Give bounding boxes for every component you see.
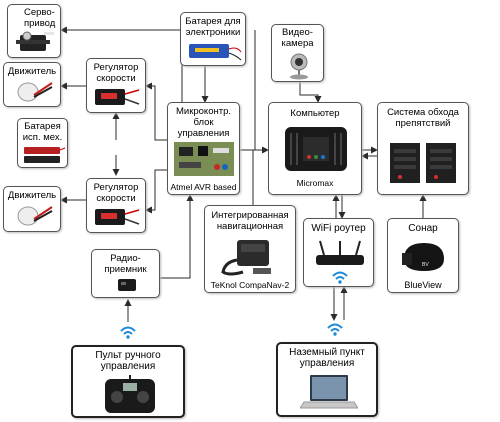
sonar-label: Сонар	[408, 223, 438, 234]
radio-receiver-box: Радио- приемник	[91, 249, 160, 298]
mcu-box: Микроконтр. блок управления Atmel AVR ba…	[167, 102, 240, 195]
motor1-box: Движитель	[3, 62, 61, 107]
servo-image	[16, 31, 54, 51]
speed-controller-1-label: Регулятор скорости	[93, 62, 139, 84]
wifi-router-box: WiFi роутер	[303, 218, 374, 287]
svg-text:BV: BV	[422, 262, 429, 268]
webcam-label: Видео- камера	[281, 27, 314, 49]
laptop-image	[300, 375, 358, 409]
remote-wifi-icon	[120, 326, 136, 339]
webcam-image	[290, 53, 308, 80]
webcam-box: Видео- камера	[271, 24, 324, 82]
servo-box: Серво- привод	[7, 4, 61, 58]
navigation-box: Интегрированная навигационная TeKnol Com…	[204, 205, 296, 293]
navigation-label: Интегрированная навигационная	[211, 210, 289, 232]
wifi-router-label: WiFi роутер	[311, 223, 366, 234]
speed-controller-2-image	[95, 209, 140, 225]
mcu-sublabel: Atmel AVR based	[170, 182, 237, 192]
battery-electronics-label: Батарея для электроники	[185, 16, 241, 38]
computer-sublabel: Micromax	[296, 178, 334, 188]
radio-receiver-label: Радио- приемник	[104, 253, 147, 275]
ground-station-box: Наземный пункт управления	[276, 342, 378, 417]
battery-electronics-box: Батарея для электроники	[180, 12, 246, 66]
speed-controller-1-box: Регулятор скорости	[86, 58, 146, 113]
sonar-image: BV	[402, 243, 444, 271]
computer-label: Компьютер	[290, 108, 340, 119]
sonar-sublabel: BlueView	[404, 280, 442, 290]
speed-controller-2-label: Регулятор скорости	[93, 182, 139, 204]
battery-mech-label: Батарея исп. мех.	[22, 121, 63, 143]
motor2-box: Движитель	[3, 186, 61, 232]
wifi-router-wifi-icon	[332, 271, 348, 284]
obstacle-avoidance-label: Система обхода препятствий	[387, 107, 459, 129]
speed-controller-2-box: Регулятор скорости	[86, 178, 146, 233]
sonar-box: Сонар BV BlueView	[387, 218, 459, 293]
wifi-router-image	[316, 240, 364, 265]
mcu-label: Микроконтр. блок управления	[175, 106, 231, 139]
motor2-image	[17, 206, 53, 226]
computer-image	[285, 127, 347, 171]
radio-receiver-image	[118, 279, 136, 291]
mcu-image	[174, 142, 234, 176]
battery-mech-image	[24, 147, 66, 163]
motor1-label: Движитель	[7, 66, 57, 77]
navigation-image	[221, 240, 271, 276]
remote-control-box: Пульт ручного управления	[71, 345, 185, 418]
remote-control-label: Пульт ручного управления	[95, 350, 161, 372]
ground-wifi-icon	[327, 323, 343, 336]
motor2-label: Движитель	[7, 190, 57, 201]
obstacle-avoidance-image	[390, 143, 456, 183]
motor1-image	[17, 82, 53, 102]
computer-box: Компьютер Micromax	[268, 102, 362, 195]
remote-control-image	[105, 375, 155, 413]
battery-electronics-image	[189, 44, 242, 61]
obstacle-avoidance-box: Система обхода препятствий	[377, 102, 469, 195]
servo-label: Серво- привод	[24, 7, 56, 29]
ground-station-label: Наземный пункт управления	[289, 347, 365, 369]
battery-mech-box: Батарея исп. мех.	[17, 118, 68, 168]
navigation-sublabel: TeKnol CompaNav-2	[210, 280, 290, 290]
speed-controller-1-image	[95, 89, 140, 105]
